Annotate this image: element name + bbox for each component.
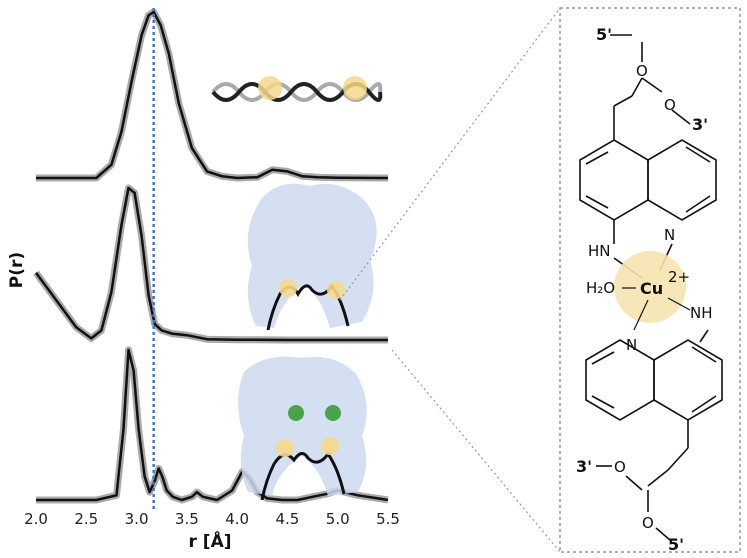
zoom-connector-top (339, 7, 561, 301)
structure-panel: 5' O O 3' HN N H₂O Cu 2+ NH (559, 7, 741, 554)
x-tick-label: 5.5 (376, 510, 400, 528)
series-2-line (34, 186, 388, 342)
copper-ion-highlight (614, 251, 686, 323)
x-axis-ticks: 2.0 2.5 3.0 3.5 4.0 4.5 5.0 5.5 (24, 510, 400, 528)
protein-complex-illustration-middle (247, 183, 377, 331)
x-tick-label: 3.5 (175, 510, 199, 528)
x-tick-label: 4.5 (275, 510, 299, 528)
x-tick-label: 4.0 (225, 510, 249, 528)
label-water: H₂O (586, 279, 615, 297)
series-3-line (36, 348, 389, 502)
protein-complex-illustration-bottom (238, 356, 367, 501)
x-tick-label: 5.0 (326, 510, 350, 528)
label-nh: NH (690, 304, 713, 322)
label-hn: HN (588, 242, 611, 260)
label-copper-charge: 2+ (668, 268, 690, 286)
label-o-bot-1: O (614, 458, 626, 476)
x-tick-label: 2.0 (24, 510, 48, 528)
label-bottom-3prime: 3' (576, 457, 592, 476)
label-o-bot-2: O (642, 514, 654, 532)
series-1-line (36, 10, 389, 180)
label-top-3prime: 3' (692, 115, 708, 134)
label-o-top-1: O (636, 62, 648, 80)
y-axis-label: P(r) (7, 252, 27, 288)
label-bottom-5prime: 5' (668, 535, 684, 554)
label-n-upper: N (664, 226, 675, 244)
zoom-connector-bottom (391, 349, 561, 553)
dna-duplex-illustration (211, 76, 383, 102)
series-lines (34, 10, 389, 502)
series-1-band (36, 8, 389, 182)
x-tick-label: 3.0 (125, 510, 149, 528)
label-copper: Cu (640, 279, 663, 298)
label-n-lower: N (626, 336, 637, 354)
structure-box (559, 7, 741, 553)
pr-chart: 2.0 2.5 3.0 3.5 4.0 4.5 5.0 5.5 P(r) r [Å] (7, 8, 400, 552)
x-axis-label: r [Å] (189, 529, 232, 552)
label-top-5prime: 5' (596, 25, 612, 44)
label-o-top-2: O (664, 96, 676, 114)
x-tick-label: 2.5 (74, 510, 98, 528)
